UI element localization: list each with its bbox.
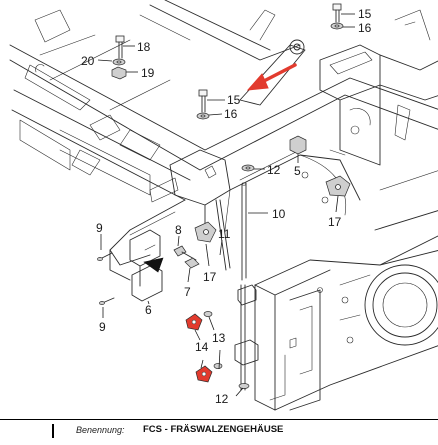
callout-7: 7 <box>184 285 191 299</box>
nut-7 <box>184 257 200 269</box>
callout-12-lower: 12 <box>215 392 229 406</box>
callout-17-right: 17 <box>328 215 342 229</box>
washer-12-lower <box>238 383 250 389</box>
right-upper-bracket <box>319 9 438 166</box>
washer-16-top-right <box>330 22 344 30</box>
washer-16-center <box>196 112 210 120</box>
lower-housing <box>254 170 438 411</box>
callout-15-center: 15 <box>227 93 241 107</box>
direction-arrow-red <box>246 63 297 91</box>
washer-12-upper <box>241 164 255 172</box>
callout-12-upper: 12 <box>267 163 281 177</box>
title-prefix: Benennung: <box>76 425 125 435</box>
highlighted-clip-14-upper <box>185 313 203 331</box>
highlighted-clip-14-lower <box>195 365 213 383</box>
upper-frame-beam <box>9 0 438 201</box>
pin-9-lower <box>99 297 115 305</box>
bolt-18 <box>115 35 125 59</box>
washer-13-lower <box>213 363 223 369</box>
callout-6: 6 <box>145 303 152 317</box>
callout-20: 20 <box>81 54 95 68</box>
callout-16-center: 16 <box>224 107 238 121</box>
callout-5: 5 <box>294 164 301 178</box>
callout-labels: 18 20 19 15 16 15 16 12 5 10 17 9 8 11 1… <box>81 7 372 406</box>
callout-16-top-right: 16 <box>358 21 372 35</box>
bracket-6 <box>129 229 163 302</box>
pivot-arm <box>239 9 306 106</box>
lower-rod <box>234 284 259 391</box>
rod-10 <box>241 182 247 281</box>
title-block: Benennung: FCS - FRÄSWALZENGEHÄUSE <box>0 421 438 445</box>
rod-11 <box>215 199 231 271</box>
bolt-15-top-right <box>332 3 342 23</box>
nut-19 <box>111 66 127 80</box>
direction-arrow-black <box>143 257 164 273</box>
callout-9-upper: 9 <box>96 221 103 235</box>
title-block-rule <box>0 419 438 420</box>
callout-19: 19 <box>141 66 155 80</box>
callout-17-center: 17 <box>203 270 217 284</box>
callout-13: 13 <box>212 331 226 345</box>
bolt-15-center <box>198 89 208 113</box>
drawing-title: FCS - FRÄSWALZENGEHÄUSE <box>143 424 284 435</box>
pin-9-upper <box>97 252 113 261</box>
title-block-divider <box>52 424 54 438</box>
clip-17-center <box>194 221 217 243</box>
plug-5 <box>289 135 307 155</box>
callout-14: 14 <box>195 340 209 354</box>
callout-10: 10 <box>272 207 286 221</box>
callout-9-lower: 9 <box>99 320 106 334</box>
washer-20 <box>112 58 126 66</box>
clip-17-right <box>325 175 351 197</box>
callout-11: 11 <box>218 227 231 241</box>
callout-8: 8 <box>175 223 182 237</box>
callout-15-top-right: 15 <box>358 7 372 21</box>
washer-13-upper <box>203 311 213 317</box>
callout-18: 18 <box>137 40 151 54</box>
mid-frame-plate <box>109 149 361 281</box>
leader-lines <box>97 13 355 397</box>
